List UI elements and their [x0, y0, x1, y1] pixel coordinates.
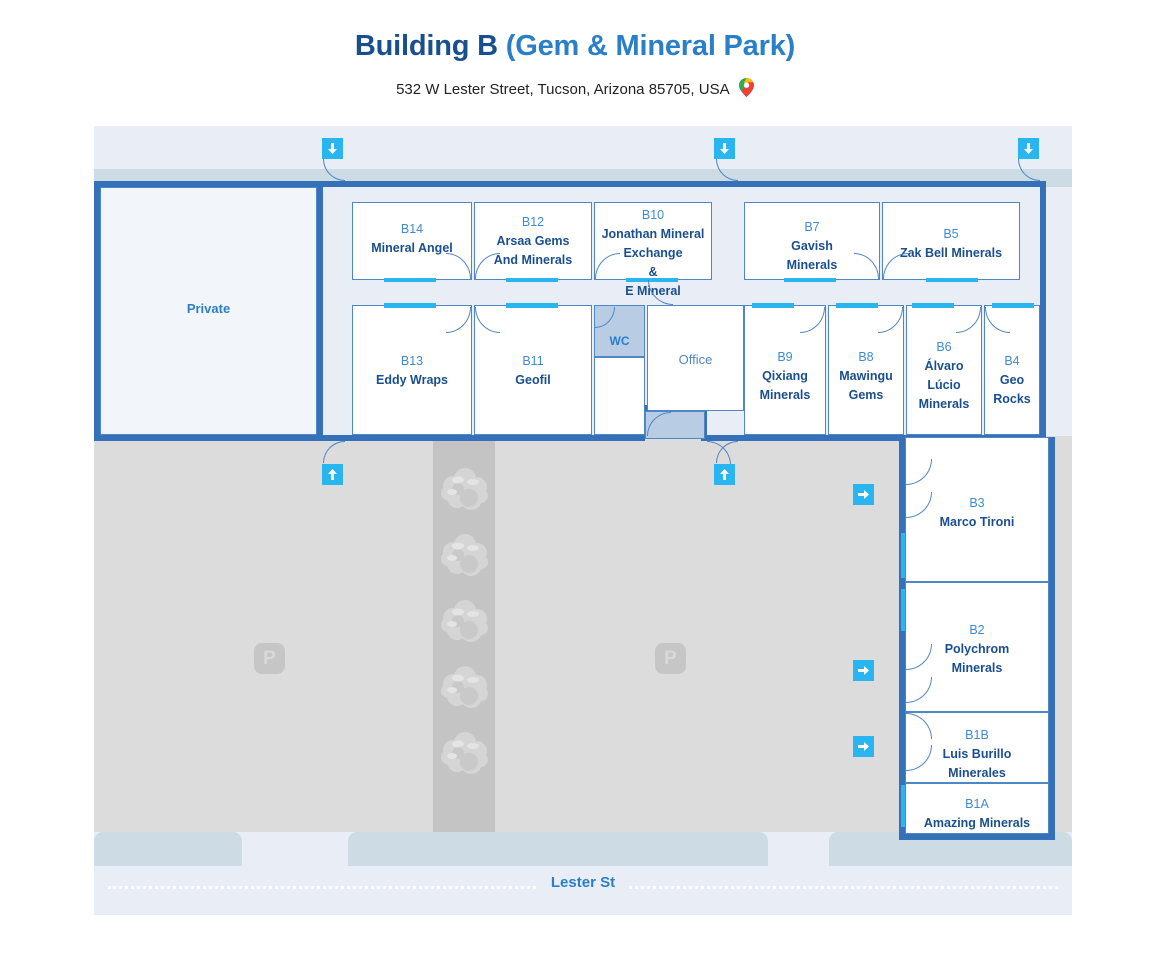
entrance-marker-up[interactable] — [322, 464, 343, 485]
wall-wing-left — [899, 437, 905, 840]
business-name: Qixiang Minerals — [759, 368, 811, 402]
arrow-up-icon — [328, 469, 337, 480]
address-line: 532 W Lester Street, Tucson, Arizona 857… — [0, 78, 1150, 101]
title-main: Building B — [354, 30, 498, 62]
unit-number: B13 — [400, 354, 424, 368]
entrance-marker-right[interactable] — [853, 736, 874, 757]
window-mark — [384, 303, 436, 308]
business-name: Álvaro Lúcio Minerals — [918, 358, 970, 411]
arrow-down-icon — [1024, 143, 1033, 154]
arrow-down-icon — [720, 143, 729, 154]
business-name: Amazing Minerals — [923, 815, 1031, 830]
wall-top — [94, 181, 1046, 187]
window-mark — [752, 303, 794, 308]
wall-wing-bottom — [899, 834, 1055, 840]
unit-number: B14 — [400, 222, 424, 236]
building-right-wing: B3 Marco Tironi B2 Polychrom Minerals B1… — [899, 437, 1055, 840]
window-mark — [926, 277, 978, 282]
window-mark — [506, 303, 558, 308]
business-name: Geo Rocks — [993, 372, 1031, 406]
wall-right — [1040, 181, 1046, 441]
business-name: Mawingu Gems — [839, 368, 893, 402]
office-label: Office — [678, 352, 713, 367]
ground-top — [94, 126, 1072, 169]
business-name: Polychrom Minerals — [944, 641, 1010, 675]
window-mark — [900, 589, 905, 631]
arrow-up-icon — [720, 469, 729, 480]
room-private[interactable]: Private — [100, 187, 317, 435]
window-mark — [384, 277, 436, 282]
wc-label: WC — [609, 334, 630, 348]
window-mark — [900, 533, 905, 578]
unit-number: B2 — [969, 623, 985, 637]
sidewalk-segment — [94, 832, 242, 866]
arrow-down-icon — [328, 143, 337, 154]
unit-number: B8 — [858, 350, 874, 364]
wall-bottom-right — [707, 435, 1046, 441]
unit-number: B1A — [965, 797, 989, 811]
address-text: 532 W Lester Street, Tucson, Arizona 857… — [396, 81, 729, 98]
entrance-marker-down[interactable] — [714, 138, 735, 159]
wall-bottom-left — [94, 435, 645, 441]
title-subtitle: (Gem & Mineral Park) — [497, 30, 796, 62]
wall-left — [94, 181, 100, 441]
business-name: Geofil — [515, 372, 551, 387]
unit-number: B5 — [943, 227, 959, 241]
business-name: Arsaa Gems And Minerals — [493, 233, 573, 267]
window-mark — [900, 785, 905, 827]
entrance-marker-down[interactable] — [322, 138, 343, 159]
business-name: Zak Bell Minerals — [899, 245, 1003, 260]
room-office[interactable]: Office — [647, 305, 744, 411]
page-title: Building B (Gem & Mineral Park) — [0, 30, 1150, 63]
arrow-right-icon — [858, 742, 869, 751]
private-label: Private — [186, 301, 231, 316]
business-name: Marco Tironi — [939, 514, 1015, 529]
arrow-right-icon — [858, 666, 869, 675]
room-b1a[interactable]: B1A Amazing Minerals — [905, 783, 1049, 834]
entrance-marker-up[interactable] — [714, 464, 735, 485]
tree-icon — [433, 594, 495, 656]
entrance-marker-down[interactable] — [1018, 138, 1039, 159]
parking-symbol: P — [254, 643, 285, 674]
unit-number: B3 — [969, 496, 985, 510]
unit-number: B6 — [936, 340, 952, 354]
window-mark — [506, 277, 558, 282]
business-name: Eddy Wraps — [375, 372, 448, 387]
window-mark — [836, 303, 878, 308]
room-utility — [594, 357, 645, 435]
unit-number: B9 — [777, 350, 793, 364]
unit-number: B10 — [641, 208, 665, 222]
wall-private-divider — [317, 181, 323, 441]
unit-number: B4 — [1004, 354, 1020, 368]
business-name: Gavish Minerals — [786, 238, 838, 272]
unit-number: B7 — [804, 220, 820, 234]
map-pin-icon — [738, 78, 754, 101]
street-label: Lester St — [94, 874, 1072, 891]
parking-symbol: P — [655, 643, 686, 674]
tree-icon — [433, 660, 495, 722]
door-arc — [648, 280, 673, 305]
business-name: Luis Burillo Minerales — [942, 746, 1012, 780]
tree-icon — [433, 462, 495, 524]
unit-number: B1B — [965, 728, 989, 742]
floor-plan-canvas: P P Private B14 Mineral Angel — [94, 126, 1072, 915]
wall-wing-right — [1049, 437, 1055, 840]
tree-icon — [433, 528, 495, 590]
business-name: Mineral Angel — [371, 240, 453, 255]
window-mark — [626, 277, 678, 282]
page-header: Building B (Gem & Mineral Park) 532 W Le… — [0, 0, 1150, 126]
street-label-text: Lester St — [538, 874, 628, 891]
unit-number: B11 — [522, 354, 544, 368]
building-outline: Private B14 Mineral Angel B12 Arsaa Gems… — [94, 159, 1072, 465]
entrance-marker-right[interactable] — [853, 484, 874, 505]
sidewalk-segment — [348, 832, 768, 866]
entrance-marker-right[interactable] — [853, 660, 874, 681]
tree-icon — [433, 726, 495, 788]
arrow-right-icon — [858, 490, 869, 499]
window-mark — [992, 303, 1034, 308]
window-mark — [912, 303, 954, 308]
window-mark — [784, 277, 836, 282]
unit-number: B12 — [521, 215, 545, 229]
